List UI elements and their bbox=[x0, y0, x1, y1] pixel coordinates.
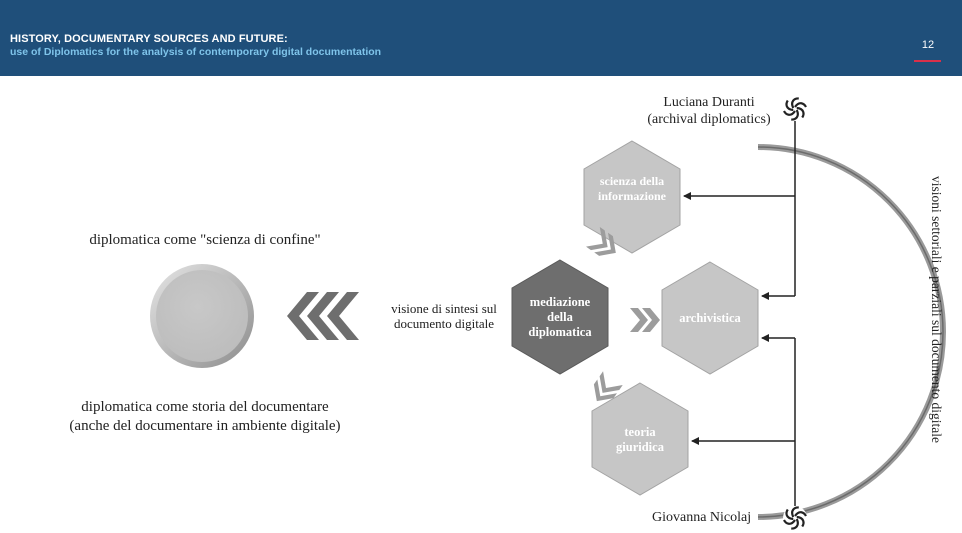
hex-scienza-informazione bbox=[583, 140, 681, 254]
hex-teoria-giuridica bbox=[591, 382, 689, 496]
page-number-underline bbox=[914, 60, 941, 62]
chevrons-right-icon bbox=[630, 308, 660, 332]
hex-teoria-label: teoria giuridica bbox=[592, 425, 688, 455]
left-chevrons-icon bbox=[287, 292, 359, 340]
page-number: 12 bbox=[921, 39, 935, 51]
history-caption: diplomatica come storia del documentare … bbox=[20, 398, 390, 436]
hex-archivistica-text: archivistica bbox=[679, 311, 741, 325]
hex-mediazione-line2: della bbox=[547, 310, 573, 324]
hex-scienza-line2: informazione bbox=[598, 189, 666, 203]
boundary-science-caption: diplomatica come "scienza di confine" bbox=[89, 232, 321, 248]
hex-archivistica-label: archivistica bbox=[662, 311, 758, 326]
slide-header: HISTORY, DOCUMENTARY SOURCES AND FUTURE:… bbox=[0, 0, 962, 76]
history-caption-line1: diplomatica come storia del documentare bbox=[81, 399, 329, 415]
author-nicolaj: Giovanna Nicolaj bbox=[652, 510, 752, 525]
hex-mediazione-line1: mediazione bbox=[529, 295, 591, 309]
header-title: HISTORY, DOCUMENTARY SOURCES AND FUTURE: bbox=[10, 33, 288, 45]
hex-mediazione-line3: diplomatica bbox=[528, 325, 592, 339]
author-duranti-note: (archival diplomatics) bbox=[647, 112, 771, 127]
author-duranti-name: Luciana Duranti bbox=[663, 95, 755, 110]
synthesis-label: visione di sintesi sul documento digital… bbox=[378, 301, 510, 331]
author-duranti: Luciana Duranti (archival diplomatics) bbox=[636, 94, 782, 128]
synthesis-line2: documento digitale bbox=[393, 316, 494, 331]
hex-archivistica bbox=[661, 261, 759, 375]
history-caption-line2: (anche del documentare in ambiente digit… bbox=[69, 418, 341, 434]
hex-mediazione-label: mediazione della diplomatica bbox=[512, 295, 608, 340]
chevrons-up-icon bbox=[586, 226, 616, 256]
duranti-swirl-icon bbox=[781, 95, 809, 123]
synthesis-line1: visione di sintesi sul bbox=[391, 301, 497, 316]
perspectives-arc bbox=[757, 144, 946, 520]
header-subtitle: use of Diplomatics for the analysis of c… bbox=[10, 46, 382, 58]
hex-scienza-line1: scienza della bbox=[599, 174, 665, 188]
boundary-circle bbox=[150, 264, 254, 368]
hex-teoria-line2: giuridica bbox=[616, 440, 664, 454]
hex-scienza-label: scienza della informazione bbox=[584, 174, 680, 204]
side-label: visioni settoriali e parziali sul docume… bbox=[929, 176, 944, 443]
chevrons-down-icon bbox=[593, 371, 623, 402]
hex-mediazione bbox=[511, 259, 609, 375]
hex-teoria-line1: teoria bbox=[624, 425, 656, 439]
